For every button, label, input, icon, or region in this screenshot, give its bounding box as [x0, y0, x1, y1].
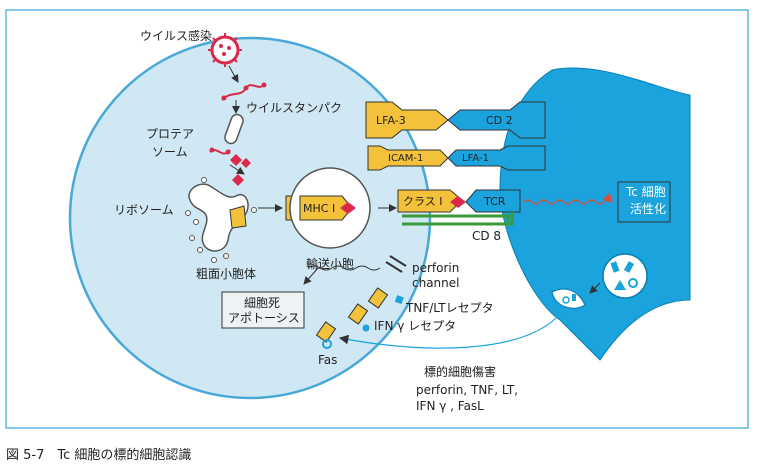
- label-tc-activation-1: Tc 細胞: [626, 185, 666, 199]
- proteasome: [224, 113, 244, 145]
- fas-receptor: [315, 321, 337, 343]
- label-rough-er: 粗面小胞体: [196, 267, 257, 281]
- virus-icon: [208, 33, 242, 67]
- label-mhc1: MHC Ⅰ: [303, 202, 336, 215]
- label-ribosome: リボソーム: [114, 203, 174, 217]
- label-class1: クラス Ⅰ: [403, 195, 443, 208]
- label-cd2: CD 2: [486, 114, 513, 127]
- label-virus-protein: ウイルスタンパク: [246, 101, 343, 115]
- label-cytotoxic-1: 標的細胞傷害: [424, 365, 497, 379]
- cell-death-box: [221, 291, 305, 329]
- cd8-molecule: [402, 212, 514, 226]
- label-tc-activation-2: 活性化: [630, 202, 667, 216]
- label-proteasome-2: ソーム: [152, 145, 188, 159]
- figure-caption: 図 5-7 Tc 細胞の標的細胞認識: [6, 448, 192, 463]
- tcr-molecule: [465, 189, 521, 213]
- label-transport-vesicle: 輸送小胞: [306, 257, 355, 271]
- label-tcr: TCR: [484, 195, 506, 208]
- perforin-channel: [385, 255, 407, 273]
- label-ifn-receptor: IFN γ レセプタ: [374, 319, 457, 333]
- label-icam1: ICAM-1: [388, 153, 424, 164]
- label-perforin-channel-1: perforin: [412, 261, 460, 275]
- label-virus-infection: ウイルス感染: [140, 29, 213, 43]
- tc-activation-box: [617, 181, 671, 223]
- tnf-receptor: [367, 287, 389, 309]
- lfa1-molecule: [447, 145, 546, 171]
- icam1-molecule: [367, 145, 449, 171]
- label-fas: Fas: [318, 353, 338, 367]
- label-cytotoxic-3: IFN γ , FasL: [416, 399, 484, 413]
- label-perforin-channel-2: channel: [412, 276, 460, 290]
- cd2-molecule: [447, 101, 546, 139]
- label-cytotoxic-2: perforin, TNF, LT,: [416, 383, 519, 397]
- label-cell-death-2: アポトーシス: [228, 311, 300, 325]
- activation-arrow: [523, 192, 613, 205]
- ifn-receptor: [347, 303, 369, 325]
- granule-vesicle: [602, 253, 648, 299]
- label-proteasome-1: プロテア: [146, 127, 195, 141]
- label-lfa1: LFA-1: [462, 153, 489, 164]
- label-tnf-receptor: TNF/LTレセプタ: [406, 301, 494, 315]
- lfa3-molecule: [365, 101, 449, 139]
- label-cd8: CD 8: [472, 229, 502, 243]
- label-lfa3: LFA-3: [376, 114, 406, 127]
- label-cell-death-1: 細胞死: [244, 296, 281, 310]
- cytotoxic-arrow: [338, 317, 557, 349]
- target-cell: [68, 36, 432, 400]
